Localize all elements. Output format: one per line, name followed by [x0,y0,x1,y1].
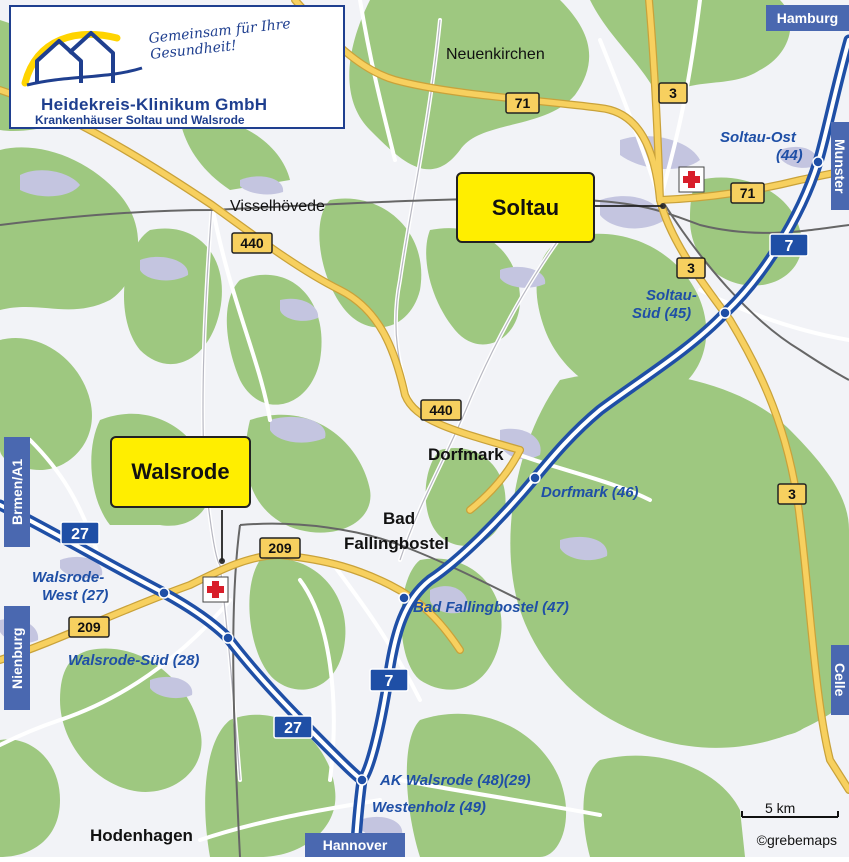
b3-mid-label: 3 [687,260,695,276]
b71-east-shield: 71 [730,182,765,204]
b440-north-label: 440 [240,235,264,251]
direction-munster[interactable]: Munster [831,122,849,210]
b440-south-label: 440 [429,402,453,418]
place-neuenkirchen: Neuenkirchen [446,46,545,63]
a7-south-label: 7 [385,673,394,690]
water-areas [0,136,819,839]
place-bad: Bad [383,509,415,528]
exit-westenholz: Westenholz (49) [372,799,486,816]
exit-soltau-ost-line2: (44) [776,147,803,164]
a7-south-shield: 7 [369,668,409,692]
a27-south-label: 27 [284,720,302,737]
city-label-soltau[interactable]: Soltau [456,172,595,243]
hospital-cross-icon[interactable] [202,576,229,603]
direction-celle[interactable]: Celle [831,645,849,715]
scale-label: 5 km [765,800,796,816]
place-hodenhagen: Hodenhagen [90,826,193,845]
exit-bad-fallingbostel: Bad Fallingbostel (47) [413,599,569,616]
b209-west-shield: 209 [68,616,110,638]
b209-east-shield: 209 [259,537,301,559]
b3-south-shield: 3 [777,483,807,505]
place-fallingbostel: Fallingbostel [344,534,449,553]
logo-subtitle: Krankenhäuser Soltau und Walsrode [35,113,245,127]
exit-soltau-sued-line1: Soltau- [646,287,697,304]
direction-nienburg[interactable]: Nienburg [4,606,30,710]
logo-title: Heidekreis-Klinikum GmbH [41,95,268,114]
b71-west-shield: 71 [505,92,540,114]
exit-ak-walsrode: AK Walsrode (48)(29) [379,772,531,789]
a7-north-shield: 7 [769,233,809,257]
a7-north-label: 7 [785,238,794,255]
b440-north-shield: 440 [231,232,273,254]
b3-mid-shield: 3 [676,257,706,279]
b71-west-label: 71 [515,95,531,111]
place-visselhoevede: Visselhövede [230,198,325,215]
hospital-cross-icon[interactable] [678,166,705,193]
exit-soltau-sued-line2: Süd (45) [632,305,691,322]
exit-labels: Soltau-Ost (44) Soltau- Süd (45) Dorfmar… [32,129,803,816]
map-credit: ©grebemaps [756,832,837,848]
place-dorfmark: Dorfmark [428,445,504,464]
exit-walsrode-west-line2: West (27) [42,587,108,604]
b3-north-label: 3 [669,85,677,101]
a27-west-label: 27 [71,526,89,543]
direction-hannover[interactable]: Hannover [305,833,405,857]
a27-south-shield: 27 [273,715,313,739]
exit-markers [158,156,824,786]
exit-walsrode-sued: Walsrode-Süd (28) [68,652,199,669]
b209-east-label: 209 [268,540,292,556]
city-label-walsrode[interactable]: Walsrode [110,436,251,508]
direction-bremen[interactable]: Brmen/A1 [4,437,30,547]
direction-hamburg[interactable]: Hamburg [766,5,849,31]
scale-bar [741,811,839,818]
b3-south-label: 3 [788,486,796,502]
hospital-logo-panel[interactable]: Gemeinsam für Ihre Gesundheit! Heidekrei… [9,5,345,129]
road-shields-yellow: 71 3 71 3 3 440 440 209 209 [68,82,807,638]
exit-soltau-ost-line1: Soltau-Ost [720,129,797,146]
place-labels: Neuenkirchen Visselhövede Dorfmark Bad F… [90,46,545,845]
b71-east-label: 71 [740,185,756,201]
exit-dorfmark: Dorfmark (46) [541,484,639,501]
a27-west-shield: 27 [60,521,100,545]
b3-north-shield: 3 [658,82,688,104]
b209-west-label: 209 [77,619,101,635]
house-logo-icon [21,30,143,87]
exit-walsrode-west-line1: Walsrode- [32,569,104,586]
road-shields-blue: 7 7 27 27 [60,233,809,739]
b440-south-shield: 440 [420,399,462,421]
logo-slogan: Gemeinsam für Ihre Gesundheit! [147,16,292,63]
